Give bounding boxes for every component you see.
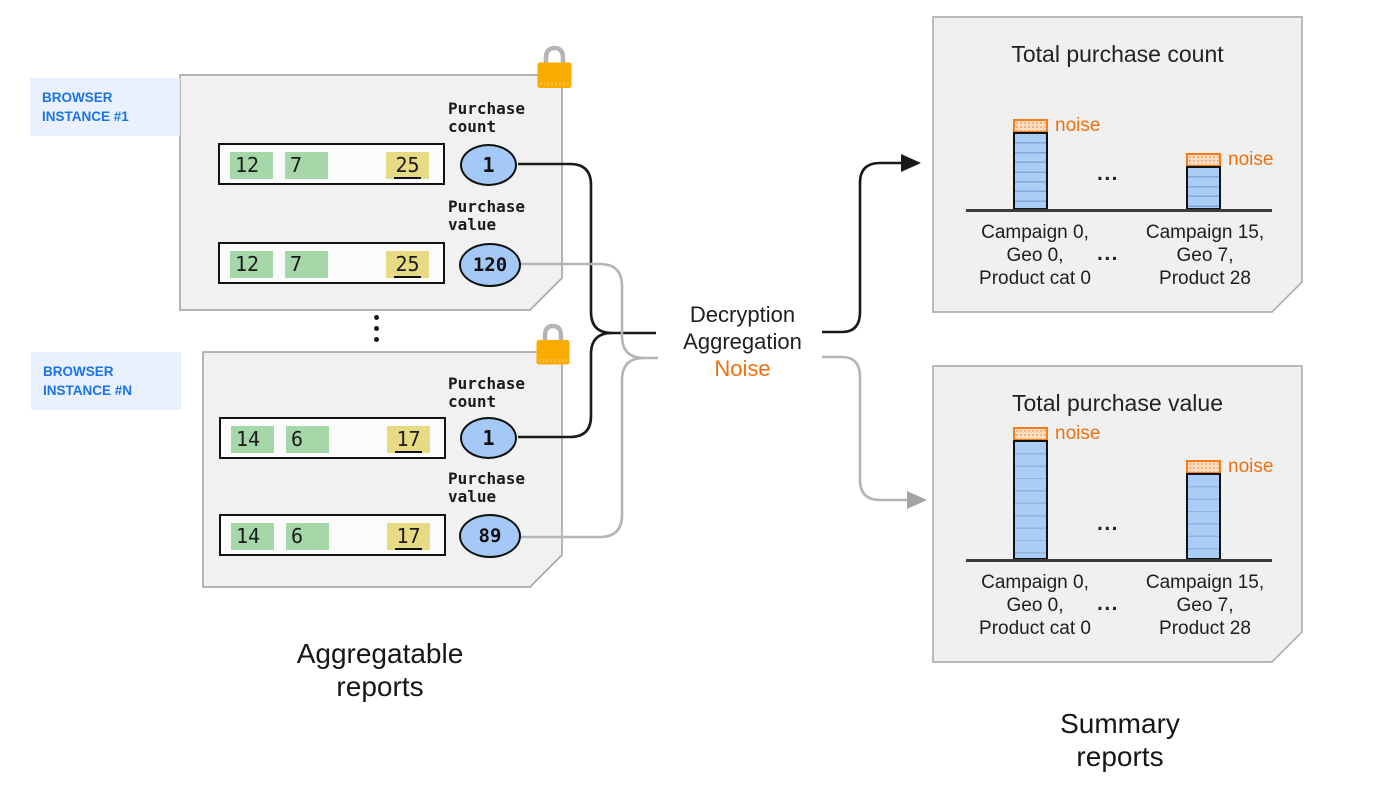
aggregation-key-row: 14 6 17 — [219, 417, 446, 459]
value-arrowhead-icon — [907, 491, 927, 509]
key-chip-highlight: 25 — [386, 251, 429, 278]
process-line-noise: Noise — [714, 356, 771, 381]
value-bar — [1013, 440, 1048, 560]
process-line-decryption: Decryption — [689, 302, 796, 327]
purchase-count-bubble: 1 — [460, 417, 517, 459]
aggregatable-reports-caption: Aggregatable reports — [296, 638, 464, 702]
noise-segment — [1013, 427, 1048, 441]
summary-count-panel — [932, 16, 1303, 313]
key-chip: 12 — [230, 152, 273, 179]
key-chip-highlight: 17 — [387, 523, 430, 550]
browser-instance-1-label: BROWSER INSTANCE #1 — [30, 78, 180, 136]
noise-segment — [1186, 153, 1221, 167]
count-arrowhead-icon — [901, 154, 921, 172]
x-axis — [966, 209, 1272, 212]
value-bar — [1186, 473, 1221, 560]
noise-segment — [1186, 460, 1221, 474]
aggregation-key-row: 12 7 25 — [218, 242, 445, 284]
bucket-label: Campaign 15, Geo 7, Product 28 — [1145, 222, 1265, 289]
purchase-count-label: Purchase count — [448, 99, 526, 136]
aggregation-key-row: 12 7 25 — [218, 143, 445, 185]
x-axis — [966, 559, 1272, 562]
key-chip: 6 — [286, 426, 329, 453]
browser-instance-n-label: BROWSER INSTANCE #N — [31, 352, 181, 410]
value-connector-lines — [521, 262, 908, 539]
bucket-ellipsis: ... — [1097, 242, 1120, 265]
process-line-aggregation: Aggregation — [683, 329, 802, 354]
bars-ellipsis: ... — [1097, 512, 1120, 535]
bucket-label: Campaign 15, Geo 7, Product 28 — [1145, 572, 1265, 639]
noise-annotation: noise — [1228, 456, 1274, 477]
key-chip: 14 — [231, 523, 274, 550]
noise-segment — [1013, 119, 1048, 133]
bucket-ellipsis: ... — [1097, 592, 1120, 615]
key-chip: 14 — [231, 426, 274, 453]
purchase-value-label: Purchase value — [448, 197, 526, 234]
purchase-value-bubble: 89 — [459, 514, 521, 558]
noise-annotation: noise — [1055, 115, 1101, 136]
key-chip: 12 — [230, 251, 273, 278]
lock-icon — [536, 323, 570, 365]
key-chip: 7 — [285, 152, 328, 179]
purchase-count-label: Purchase count — [448, 374, 526, 411]
bars-ellipsis: ... — [1097, 162, 1120, 185]
summary-value-title: Total purchase value — [1012, 390, 1223, 416]
summary-reports-caption: Summary reports — [1060, 708, 1180, 772]
key-chip-highlight: 25 — [386, 152, 429, 179]
key-chip: 6 — [286, 523, 329, 550]
summary-count-title: Total purchase count — [1011, 41, 1224, 67]
bucket-label: Campaign 0, Geo 0, Product cat 0 — [979, 222, 1091, 289]
purchase-count-bubble: 1 — [460, 144, 517, 186]
count-bar — [1013, 132, 1048, 210]
lock-icon — [537, 45, 572, 88]
count-connector-lines — [518, 161, 902, 439]
count-bar — [1186, 166, 1221, 210]
purchase-value-label: Purchase value — [448, 469, 526, 506]
noise-annotation: noise — [1055, 423, 1101, 444]
noise-annotation: noise — [1228, 149, 1274, 170]
bucket-label: Campaign 0, Geo 0, Product cat 0 — [979, 572, 1091, 639]
key-chip-highlight: 17 — [387, 426, 430, 453]
aggregation-process-label: Decryption Aggregation Noise — [655, 301, 830, 382]
vertical-ellipsis-icon — [374, 315, 379, 342]
purchase-value-bubble: 120 — [459, 243, 521, 287]
aggregation-key-row: 14 6 17 — [219, 514, 446, 556]
key-chip: 7 — [285, 251, 328, 278]
